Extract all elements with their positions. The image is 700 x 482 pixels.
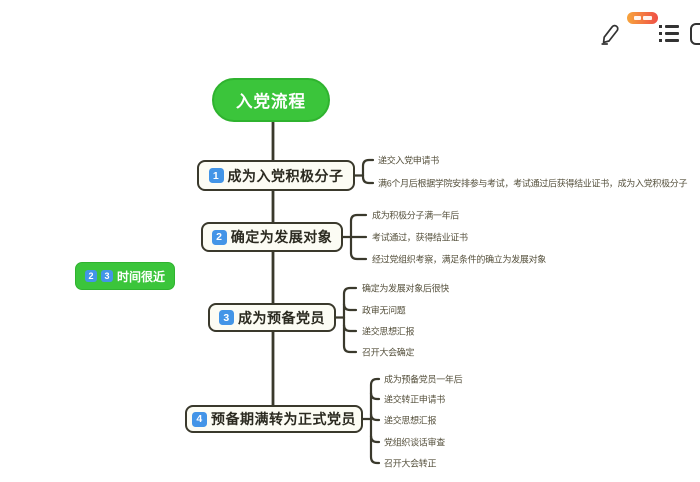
leaf-node[interactable]: 党组织谈话审查 <box>384 437 445 448</box>
leaf-node[interactable]: 成为积极分子满一年后 <box>372 210 460 221</box>
branch-line <box>369 412 381 422</box>
branch-line <box>342 316 358 354</box>
leaf-node[interactable]: 考试通过，获得结业证书 <box>372 232 468 243</box>
relation-badge: 3 <box>101 270 113 282</box>
branch-line <box>342 302 358 312</box>
promo-badge[interactable] <box>627 12 658 24</box>
branch-line <box>361 174 375 185</box>
relation-label-text: 时间很近 <box>117 269 166 284</box>
leaf-node[interactable]: 经过党组织考察，满足条件的确立为发展对象 <box>372 254 547 265</box>
branch-line <box>342 286 358 319</box>
leaf-node[interactable]: 召开大会转正 <box>384 458 437 469</box>
step-number-badge: 4 <box>192 411 207 427</box>
step-title: 成为入党积极分子 <box>227 167 344 184</box>
root-node[interactable]: 入党流程 <box>212 78 330 122</box>
relation-label[interactable]: 2 3 时间很近 <box>75 262 176 290</box>
step-title: 确定为发展对象 <box>230 229 333 245</box>
step-node-1[interactable]: 1 成为入党积极分子 <box>197 160 355 191</box>
step-node-4[interactable]: 4 预备期满转为正式党员 <box>185 405 363 433</box>
branch-line <box>369 434 381 444</box>
leaf-node[interactable]: 满6个月后根据学院安排参与考试，考试通过后获得结业证书，成为入党积极分子 <box>378 178 688 189</box>
step-number-badge: 3 <box>219 310 234 325</box>
frame-icon[interactable] <box>690 23 700 45</box>
step-number-badge: 2 <box>211 229 227 245</box>
step-node-3[interactable]: 3 成为预备党员 <box>208 303 336 332</box>
branch-line <box>342 323 358 333</box>
leaf-node[interactable]: 政审无问题 <box>362 305 406 316</box>
leaf-node[interactable]: 递交思想汇报 <box>362 326 415 337</box>
branch-line <box>369 391 381 401</box>
leaf-node[interactable]: 递交转正申请书 <box>384 394 445 405</box>
branch-line <box>369 377 381 421</box>
step-number-badge: 1 <box>208 168 224 183</box>
branch-line <box>349 213 368 239</box>
step-title: 预备期满转为正式党员 <box>211 411 356 427</box>
relation-badge: 2 <box>85 270 97 282</box>
branch-line <box>349 235 368 261</box>
leaf-node[interactable]: 召开大会确定 <box>362 347 415 358</box>
leaf-node[interactable]: 成为预备党员一年后 <box>384 374 463 385</box>
leaf-node[interactable]: 递交入党申请书 <box>378 155 439 166</box>
outline-list-icon[interactable] <box>659 25 679 42</box>
edit-pen-icon[interactable] <box>597 22 621 46</box>
branch-line <box>361 158 375 177</box>
leaf-node[interactable]: 递交思想汇报 <box>384 415 437 426</box>
leaf-node[interactable]: 确定为发展对象后很快 <box>362 283 450 294</box>
step-title: 成为预备党员 <box>238 309 325 326</box>
branch-line <box>369 417 381 465</box>
step-node-2[interactable]: 2 确定为发展对象 <box>201 222 343 252</box>
